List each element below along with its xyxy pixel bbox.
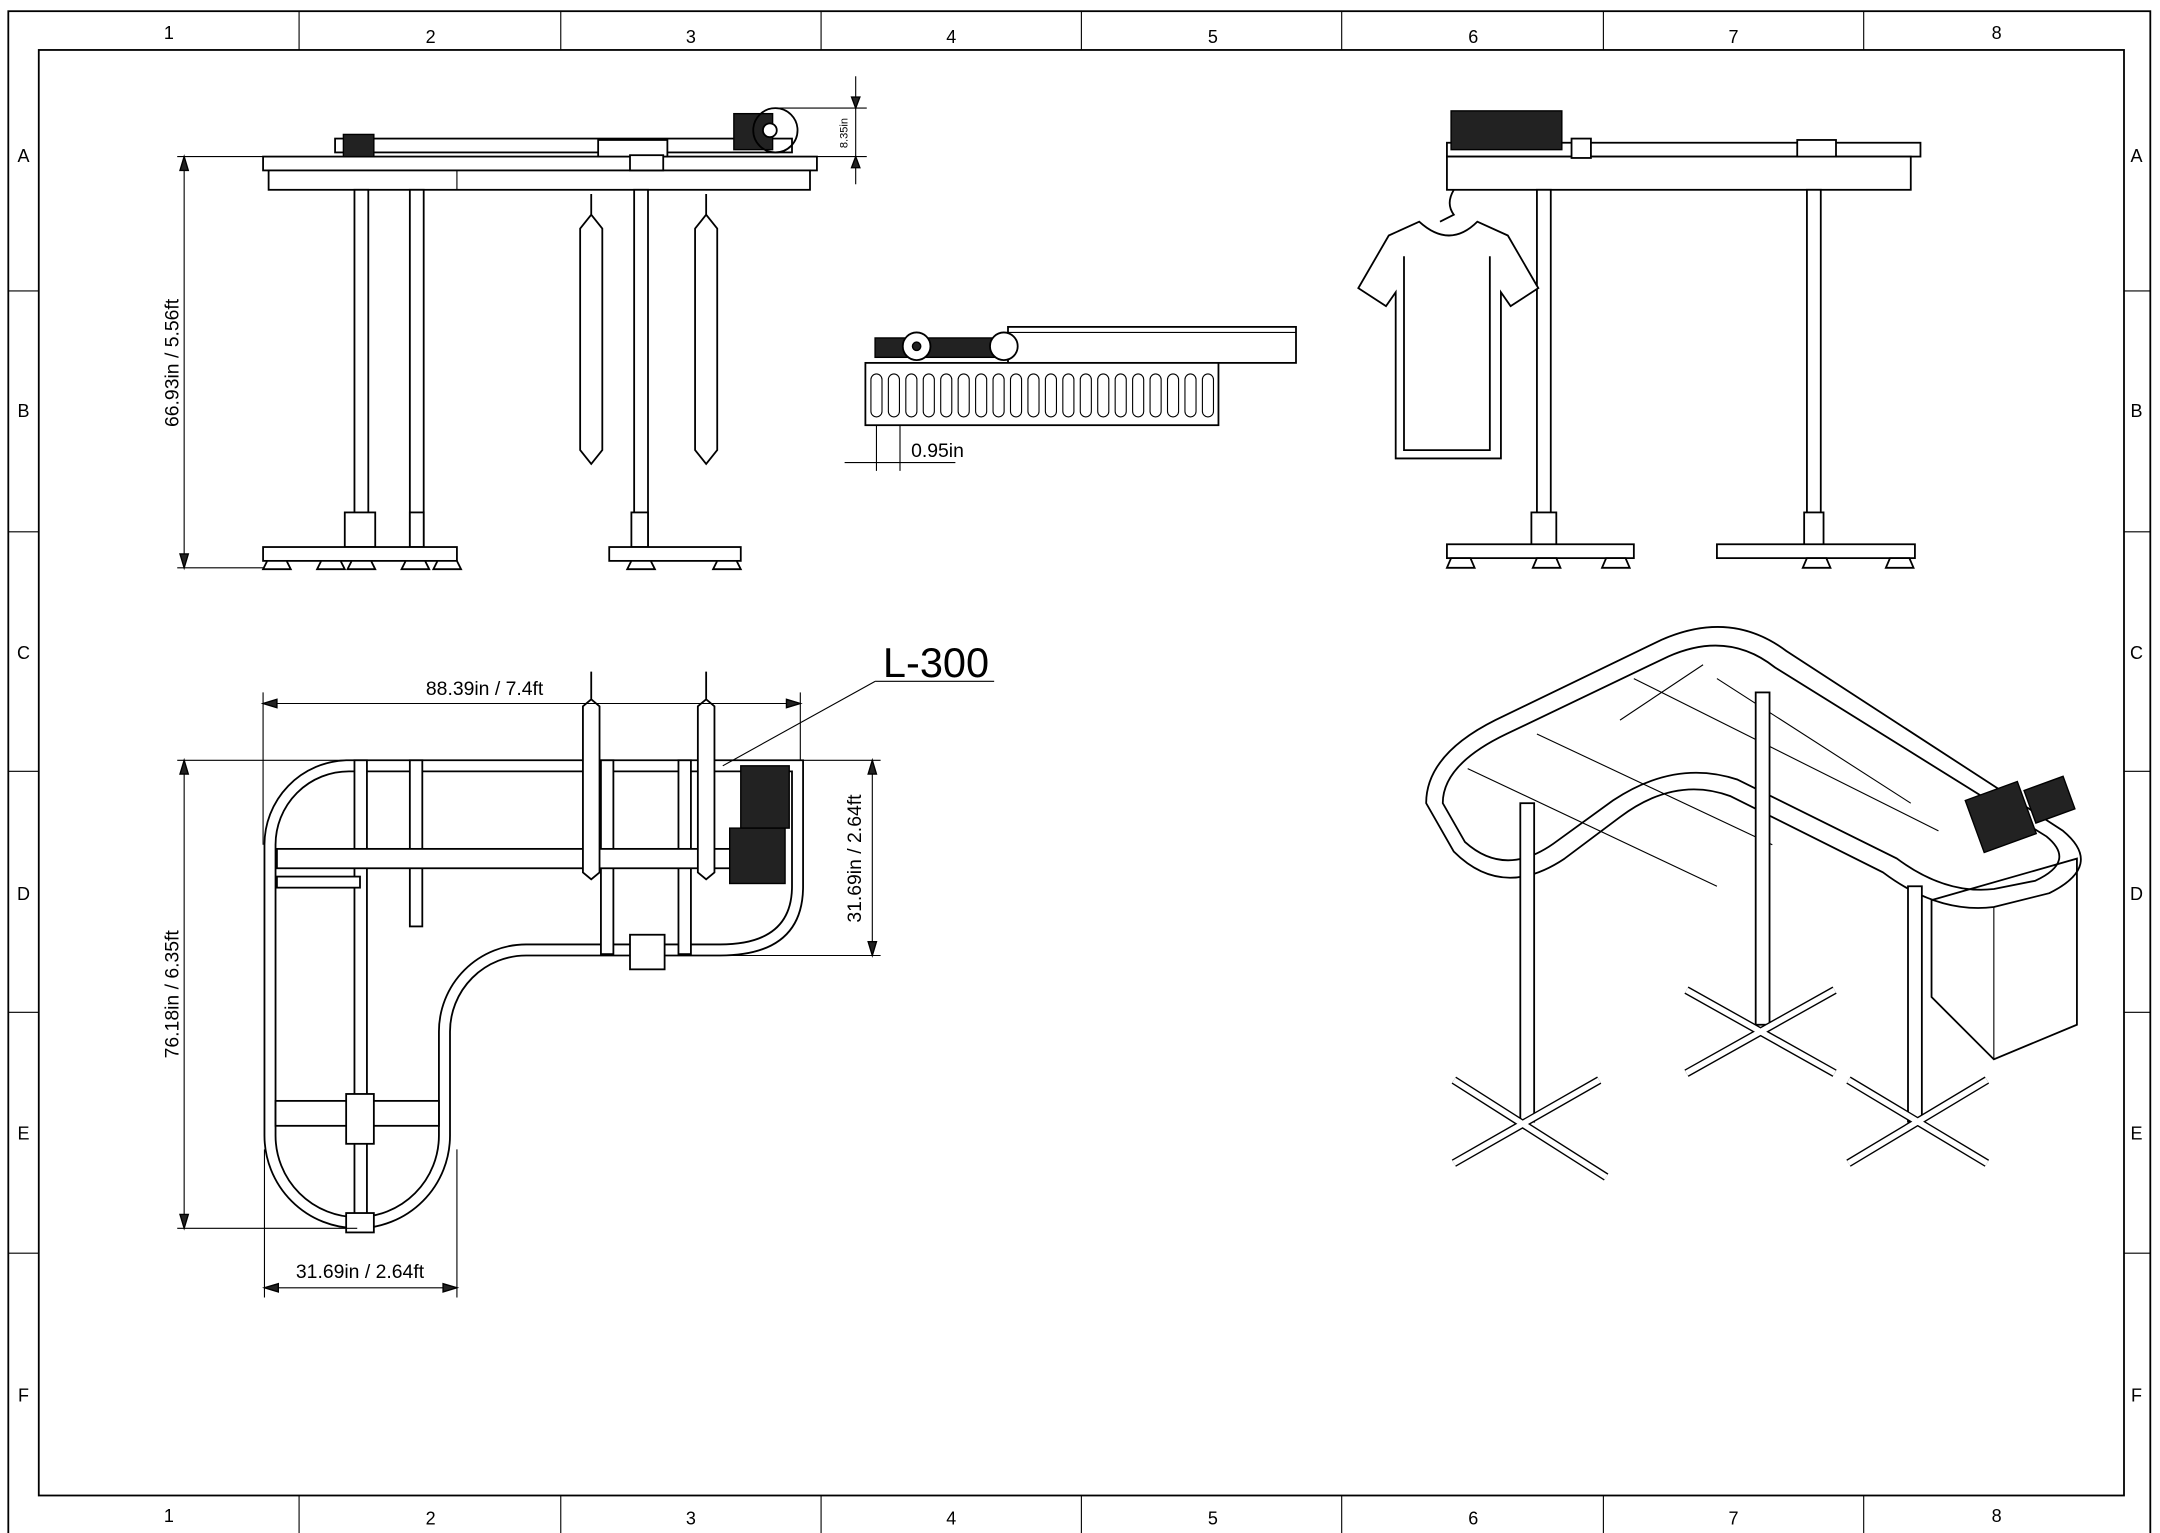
chain-slot: [1201, 373, 1215, 418]
row-label: D: [17, 884, 30, 904]
model-callout: L-300: [883, 639, 989, 686]
row-label: A: [18, 146, 30, 166]
chain-slot: [1166, 373, 1180, 418]
motor-height-dimension: 8.35in: [838, 118, 850, 148]
depth-dimension: 76.18in / 6.35ft: [162, 930, 184, 1059]
column-labels-bottom: 1 2 3 4 5 6 7 8: [164, 1506, 2002, 1529]
isometric-view: [1425, 626, 2082, 1181]
chain-slot: [1149, 373, 1162, 418]
column-label: 1: [164, 23, 174, 43]
row-label: B: [2130, 401, 2142, 421]
chain-slot: [975, 373, 988, 418]
row-label: B: [18, 401, 30, 421]
column-label: 8: [1992, 23, 2002, 43]
column-label: 4: [946, 1509, 956, 1529]
chain-slot: [870, 373, 883, 418]
row-label: D: [2130, 884, 2143, 904]
row-labels-right: A B C D E F: [2130, 146, 2143, 1405]
chain-slot: [940, 373, 953, 418]
chain-slot: [1009, 373, 1023, 418]
column-labels-top: 1 2 3 4 5 6 7 8: [164, 23, 2002, 47]
chain-slot: [1079, 373, 1092, 418]
column-label: 2: [426, 1509, 436, 1529]
chain-detail-view: 0.95in: [844, 325, 1297, 471]
chain-slot: [992, 373, 1005, 418]
row-label: C: [17, 643, 30, 663]
chain-slot: [922, 373, 935, 418]
chain-slot: [1114, 373, 1127, 418]
chain-slot: [1062, 373, 1075, 418]
row-label: F: [2131, 1385, 2142, 1405]
column-label: 5: [1208, 27, 1218, 47]
row-label: C: [2130, 643, 2143, 663]
chain-slot: [887, 373, 900, 418]
column-label: 8: [1992, 1506, 2002, 1526]
column-label: 7: [1729, 27, 1739, 47]
column-label: 6: [1468, 27, 1478, 47]
column-label: 6: [1468, 1509, 1478, 1529]
chain-slot: [1184, 373, 1197, 418]
chain-pitch-dimension: 0.95in: [911, 440, 964, 462]
height-dimension: 66.93in / 5.56ft: [162, 298, 184, 427]
width-dimension-bottom: 31.69in / 2.64ft: [296, 1261, 425, 1283]
row-label: F: [18, 1385, 29, 1405]
chain-slot: [1044, 373, 1058, 418]
side-view: [1357, 110, 1922, 569]
length-dimension: 88.39in / 7.4ft: [426, 678, 544, 700]
row-labels-left: A B C D E F: [17, 146, 30, 1405]
column-label: 1: [164, 1506, 174, 1526]
width-dimension-right: 31.69in / 2.64ft: [844, 794, 866, 923]
column-label: 4: [946, 27, 956, 47]
tshirt-icon: [1357, 220, 1540, 460]
zone-dividers: [8, 11, 2151, 1533]
chain-slot: [905, 373, 918, 418]
top-view: 88.39in / 7.4ft 31.69in / 2.64ft 76.18in…: [162, 639, 995, 1298]
column-label: 2: [426, 27, 436, 47]
chain-slot: [1027, 373, 1040, 418]
column-label: 5: [1208, 1509, 1218, 1529]
row-label: A: [2130, 146, 2142, 166]
outer-border: [7, 10, 2152, 1533]
chain-slot: [1097, 373, 1110, 418]
column-label: 3: [686, 27, 696, 47]
front-view: 8.35in 66.93in / 5.56ft: [162, 76, 867, 571]
row-label: E: [2130, 1124, 2142, 1144]
column-label: 7: [1729, 1509, 1739, 1529]
chain-slot: [1132, 373, 1145, 418]
chain-slot: [957, 373, 970, 418]
column-label: 3: [686, 1509, 696, 1529]
row-label: E: [18, 1124, 30, 1144]
